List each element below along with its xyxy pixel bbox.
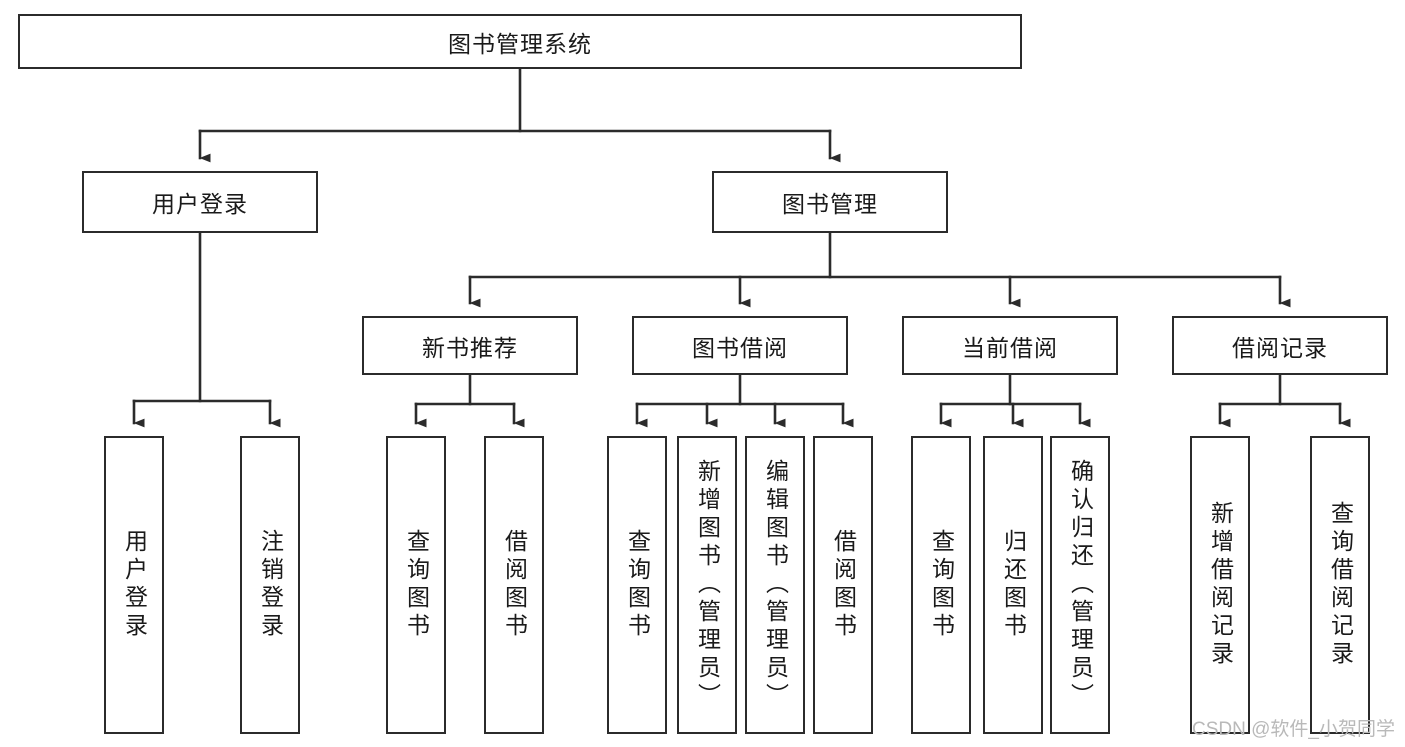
node-leaf-query-book-2[interactable]: 查询图书 — [607, 436, 667, 734]
node-leaf-confirm-return-admin[interactable]: 确认归还（管理员） — [1050, 436, 1110, 734]
node-leaf-borrow-book-1[interactable]: 借阅图书 — [484, 436, 544, 734]
node-book-management-label: 图书管理 — [782, 191, 878, 217]
node-new-book-recommend-label: 新书推荐 — [422, 334, 518, 361]
node-book-borrow-label: 图书借阅 — [692, 334, 788, 361]
node-leaf-logout[interactable]: 注销登录 — [240, 436, 300, 734]
node-leaf-label: 用户登录 — [121, 529, 148, 641]
node-new-book-recommend[interactable]: 新书推荐 — [362, 316, 578, 375]
node-leaf-label: 编辑图书（管理员） — [762, 459, 789, 711]
node-root-label: 图书管理系统 — [448, 30, 592, 57]
node-leaf-label: 注销登录 — [257, 529, 284, 641]
node-leaf-label: 借阅图书 — [830, 529, 857, 641]
node-borrow-record-label: 借阅记录 — [1232, 334, 1328, 361]
node-leaf-return-book[interactable]: 归还图书 — [983, 436, 1043, 734]
node-leaf-label: 查询图书 — [928, 529, 955, 641]
node-leaf-edit-book-admin[interactable]: 编辑图书（管理员） — [745, 436, 805, 734]
node-leaf-label: 确认归还（管理员） — [1067, 459, 1094, 711]
node-leaf-label: 借阅图书 — [501, 529, 528, 641]
node-leaf-query-borrow-record[interactable]: 查询借阅记录 — [1310, 436, 1370, 734]
node-book-borrow[interactable]: 图书借阅 — [632, 316, 848, 375]
node-leaf-label: 查询借阅记录 — [1327, 501, 1354, 669]
node-leaf-label: 新增图书（管理员） — [694, 459, 721, 711]
node-leaf-query-book-3[interactable]: 查询图书 — [911, 436, 971, 734]
node-book-management[interactable]: 图书管理 — [712, 171, 948, 233]
node-leaf-add-book-admin[interactable]: 新增图书（管理员） — [677, 436, 737, 734]
node-leaf-query-book-1[interactable]: 查询图书 — [386, 436, 446, 734]
node-leaf-add-borrow-record[interactable]: 新增借阅记录 — [1190, 436, 1250, 734]
node-current-borrow-label: 当前借阅 — [962, 334, 1058, 361]
node-leaf-label: 归还图书 — [1000, 529, 1027, 641]
node-user-login[interactable]: 用户登录 — [82, 171, 318, 233]
node-root-book-management-system[interactable]: 图书管理系统 — [18, 14, 1022, 69]
node-leaf-label: 新增借阅记录 — [1207, 501, 1234, 669]
node-leaf-user-login[interactable]: 用户登录 — [104, 436, 164, 734]
node-leaf-label: 查询图书 — [403, 529, 430, 641]
node-leaf-label: 查询图书 — [624, 529, 651, 641]
node-leaf-borrow-book-2[interactable]: 借阅图书 — [813, 436, 873, 734]
node-user-login-label: 用户登录 — [152, 191, 248, 217]
node-current-borrow[interactable]: 当前借阅 — [902, 316, 1118, 375]
node-borrow-record[interactable]: 借阅记录 — [1172, 316, 1388, 375]
